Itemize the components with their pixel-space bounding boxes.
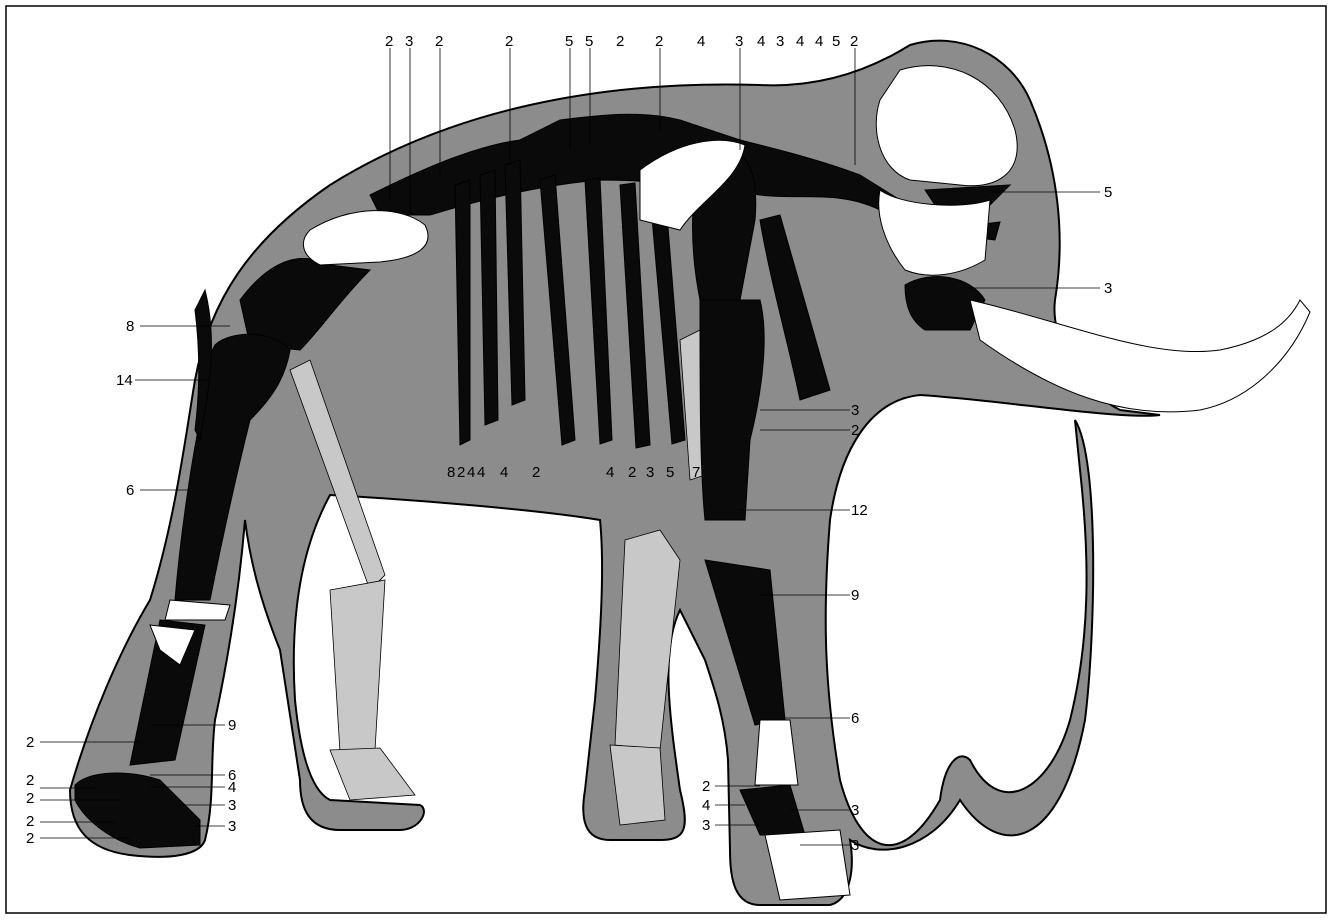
- labels-hind-foot-left: 2 2 2 2 2: [26, 734, 34, 847]
- label-top: 4: [815, 33, 823, 50]
- label-foot: 2: [26, 813, 34, 830]
- label-rib: 2: [532, 464, 540, 481]
- label-right: 6: [851, 710, 859, 727]
- label-foot: 3: [228, 818, 236, 835]
- label-left: 14: [116, 372, 133, 389]
- label-rib: 4: [477, 464, 485, 481]
- label-foot: 3: [228, 797, 236, 814]
- label-rib: 3: [646, 464, 654, 481]
- label-top: 4: [697, 33, 705, 50]
- labels-fore-foot-left: 2 4 3: [702, 778, 710, 834]
- label-right: 12: [851, 502, 868, 519]
- label-top: 2: [616, 33, 624, 50]
- label-foot: 2: [26, 790, 34, 807]
- label-rib: 8: [447, 464, 455, 481]
- label-rib: 4: [467, 464, 475, 481]
- label-right: 3: [851, 402, 859, 419]
- label-foot: 4: [702, 797, 710, 814]
- label-foot: 4: [228, 779, 236, 796]
- label-rib: 2: [457, 464, 465, 481]
- label-rib: 4: [606, 464, 614, 481]
- label-top: 2: [435, 33, 443, 50]
- label-top: 4: [796, 33, 804, 50]
- label-foot: 2: [702, 778, 710, 795]
- label-foot: 2: [26, 734, 34, 751]
- label-top: 2: [850, 33, 858, 50]
- label-top: 3: [776, 33, 784, 50]
- label-top: 5: [585, 33, 593, 50]
- label-top: 4: [757, 33, 765, 50]
- label-top: 2: [655, 33, 663, 50]
- label-foot: 2: [26, 830, 34, 847]
- label-right: 2: [851, 422, 859, 439]
- label-top: 5: [832, 33, 840, 50]
- label-rib: 2: [628, 464, 636, 481]
- label-top: 5: [565, 33, 573, 50]
- label-rib: 4: [500, 464, 508, 481]
- label-right: 3: [1104, 280, 1112, 297]
- label-left: 8: [126, 318, 134, 335]
- label-right: 9: [851, 587, 859, 604]
- label-top: 3: [735, 33, 743, 50]
- label-right: 3: [851, 802, 859, 819]
- label-top: 2: [505, 33, 513, 50]
- label-left: 6: [126, 482, 134, 499]
- label-foot: 9: [228, 717, 236, 734]
- label-right: 3: [851, 837, 859, 854]
- label-top: 2: [385, 33, 393, 50]
- label-foot: 3: [702, 817, 710, 834]
- label-rib: 7: [692, 464, 700, 481]
- label-rib: 5: [666, 464, 674, 481]
- label-top: 3: [405, 33, 413, 50]
- label-right: 5: [1104, 184, 1112, 201]
- label-foot: 2: [26, 772, 34, 789]
